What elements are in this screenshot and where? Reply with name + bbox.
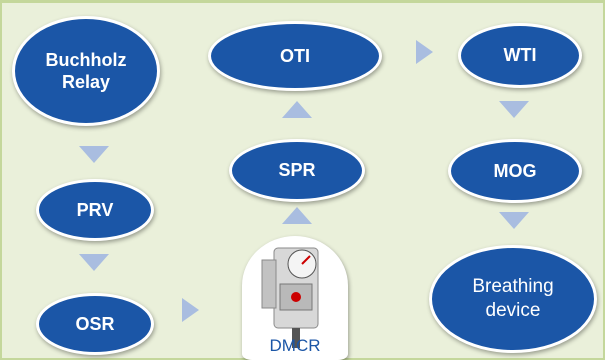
oti-node: OTI	[208, 21, 382, 91]
mog-node: MOG	[448, 139, 582, 203]
dmcr-device: DMCR	[242, 236, 348, 360]
arrow-wti-to-mog	[499, 101, 529, 118]
arrow-mog-to-breathing	[499, 212, 529, 229]
prv-node: PRV	[36, 179, 154, 241]
osr-node: OSR	[36, 293, 154, 355]
arrow-dmcr-to-spr	[282, 207, 312, 224]
breathing-device-node: Breathing device	[429, 245, 597, 353]
dmcr-device-icon	[261, 247, 319, 348]
wti-node: WTI	[458, 23, 582, 88]
arrow-prv-to-osr	[79, 254, 109, 271]
buchholz-relay-node: Buchholz Relay	[12, 16, 160, 126]
arrow-osr-to-dmcr	[182, 298, 199, 322]
arrow-spr-to-oti	[282, 101, 312, 118]
dmcr-label: DMCR	[269, 336, 321, 355]
arrow-buchholz-to-prv	[79, 146, 109, 163]
spr-node: SPR	[229, 139, 365, 202]
arrow-oti-to-wti	[416, 40, 433, 64]
